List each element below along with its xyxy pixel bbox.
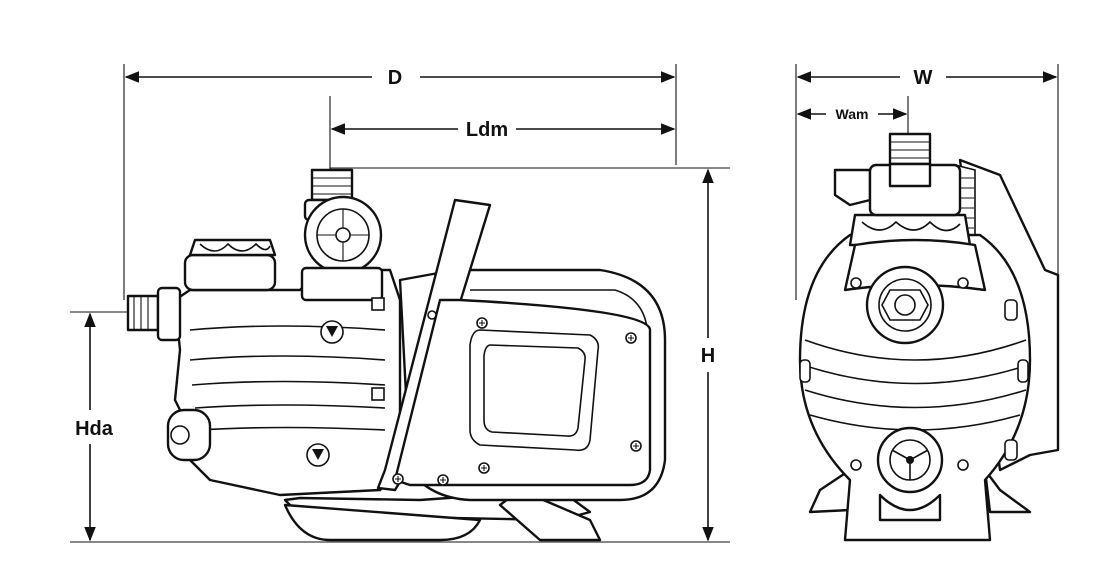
dimension-lines-side [70, 64, 730, 543]
front-foot-left [808, 468, 852, 514]
pump-side-view [126, 168, 667, 542]
front-outlet-nut [888, 162, 932, 188]
side-knob [1017, 359, 1029, 383]
inlet-thread [126, 294, 160, 332]
inlet-nut [156, 286, 182, 342]
screw-icon [850, 277, 862, 289]
front-gauge-side [833, 168, 872, 207]
priming-cap-grip [199, 242, 271, 252]
label-d: D [388, 67, 402, 89]
housing-clip [371, 297, 385, 311]
screw-icon [392, 473, 404, 485]
drain-plug-cap [170, 425, 190, 445]
label-wam: Wam [836, 106, 869, 122]
front-rib-1 [804, 339, 1027, 361]
label-h: H [701, 345, 715, 367]
label-hda: Hda [75, 418, 114, 440]
front-inlet-bore [894, 294, 916, 316]
screw-icon [630, 440, 642, 452]
housing-rib-4 [194, 404, 386, 409]
front-gauge-grip [861, 220, 961, 232]
dimension-lines-front [795, 64, 1059, 300]
housing-rib-5 [197, 426, 386, 431]
screw-icon [850, 459, 862, 471]
pump-foot-rear [498, 488, 602, 542]
front-foot-right [983, 468, 1032, 514]
label-w: W [914, 67, 933, 89]
screw-icon [957, 277, 969, 289]
screw-icon [957, 459, 969, 471]
gauge-center [335, 227, 351, 243]
screw-icon [476, 317, 488, 329]
bolt-icon [320, 320, 344, 344]
control-display-screen [483, 344, 586, 437]
side-knob [1004, 439, 1018, 461]
label-ldm: Ldm [466, 119, 508, 141]
outlet-body [300, 266, 384, 302]
screw-icon [427, 310, 437, 320]
side-knob [1004, 299, 1018, 321]
front-drain-center [906, 456, 914, 464]
housing-rib-3 [191, 380, 386, 386]
front-lower-body [878, 493, 942, 522]
housing-clip [371, 387, 385, 401]
front-rib-2 [802, 364, 1029, 385]
front-outlet-thread [888, 132, 932, 166]
bolt-icon [306, 443, 330, 467]
pump-foot-front [283, 503, 482, 542]
pump-front-view [798, 132, 1060, 542]
priming-cap-base [183, 253, 277, 292]
screw-icon [478, 462, 490, 474]
outlet-thread [310, 168, 354, 202]
screw-icon [625, 332, 637, 344]
front-rib-3 [804, 389, 1027, 409]
housing-rib-2 [189, 355, 386, 361]
side-knob [799, 359, 811, 383]
screw-icon [437, 474, 449, 486]
